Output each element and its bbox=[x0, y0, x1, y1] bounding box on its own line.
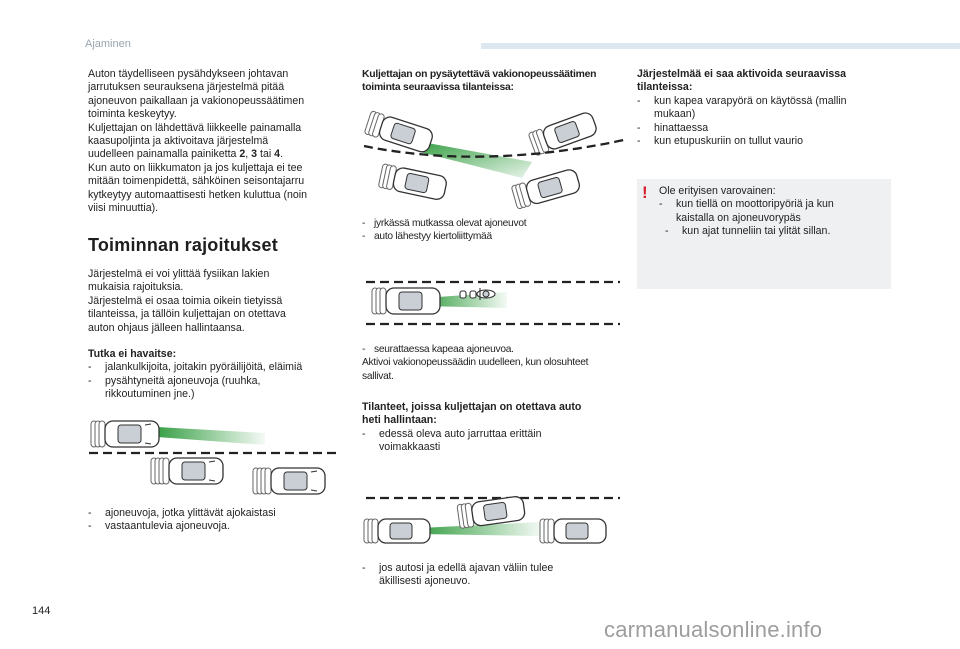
radar-list: Tutka ei havaitse: - jalankulkijoita, jo… bbox=[88, 348, 348, 402]
curve-list: - jyrkässä mutkassa olevat ajoneuvot - a… bbox=[362, 217, 622, 244]
list-item: - jalankulkijoita, joitakin pyöräilijöit… bbox=[88, 361, 303, 374]
list-item: - auto lähestyy kiertoliittymää bbox=[362, 231, 492, 243]
list-item: - jyrkässä mutkassa olevat ajoneuvot bbox=[362, 218, 527, 229]
narrow-vehicle-list: - seurattaessa kapeaa ajoneuvoa. Aktivoi… bbox=[362, 343, 624, 383]
list-item: - ajoneuvoja, jotka ylittävät ajokaistas… bbox=[88, 507, 276, 519]
intro-paragraph: Auton täydelliseen pysähdykseen johtavan… bbox=[88, 68, 308, 215]
list-item: - vastaantulevia ajoneuvoja. bbox=[88, 520, 230, 533]
page-number: 144 bbox=[32, 605, 51, 617]
list-item: - kun etupuskuriin on tullut vaurio bbox=[637, 135, 803, 148]
list-item: - seurattaessa kapeaa ajoneuvoa. bbox=[362, 344, 514, 355]
list-item: - kun ajat tunneliin tai ylität sillan. bbox=[665, 225, 831, 238]
crossing-list: - ajoneuvoja, jotka ylittävät ajokaistas… bbox=[88, 507, 348, 534]
caution-box bbox=[637, 179, 891, 289]
cut-in-list: - jos autosi ja edellä ajavan väliin tul… bbox=[362, 562, 624, 589]
list-item: - pysähtyneitä ajoneuvoja (ruuhka,rikkou… bbox=[88, 374, 261, 401]
motorcycle-icon bbox=[459, 288, 496, 300]
narrow-vehicle-illustration bbox=[362, 272, 624, 336]
header-bar bbox=[481, 43, 960, 49]
takeover-title: Tilanteet, joissa kuljettajan on otettav… bbox=[362, 401, 582, 427]
list-item: - hinattaessa bbox=[637, 121, 709, 134]
do-not-activate-list: - kun kapea varapyörä on käytössä (malli… bbox=[637, 95, 897, 149]
curve-illustration bbox=[362, 110, 624, 210]
warning-icon: ! bbox=[642, 183, 648, 202]
list-item: - kun kapea varapyörä on käytössä (malli… bbox=[637, 95, 847, 121]
section-heading: Toiminnan rajoitukset bbox=[88, 235, 278, 255]
radar-list-title: Tutka ei havaitse: bbox=[88, 348, 177, 360]
lane-crossing-illustration bbox=[85, 415, 345, 497]
stop-situations-title: Kuljettajan on pysäytettävä vakionopeuss… bbox=[362, 69, 597, 94]
watermark: carmanualsonline.info bbox=[604, 617, 823, 642]
do-not-activate-title: Järjestelmää ei saa aktivoida seuraaviss… bbox=[637, 68, 847, 94]
limits-paragraph: Järjestelmä ei voi ylittää fysiikan laki… bbox=[88, 268, 286, 334]
caution-text: Ole erityisen varovainen: - kun tiellä o… bbox=[659, 185, 884, 239]
list-item: - jos autosi ja edellä ajavan väliin tul… bbox=[362, 562, 554, 588]
header-section-title: Ajaminen bbox=[85, 38, 131, 50]
cut-in-illustration bbox=[362, 488, 624, 550]
